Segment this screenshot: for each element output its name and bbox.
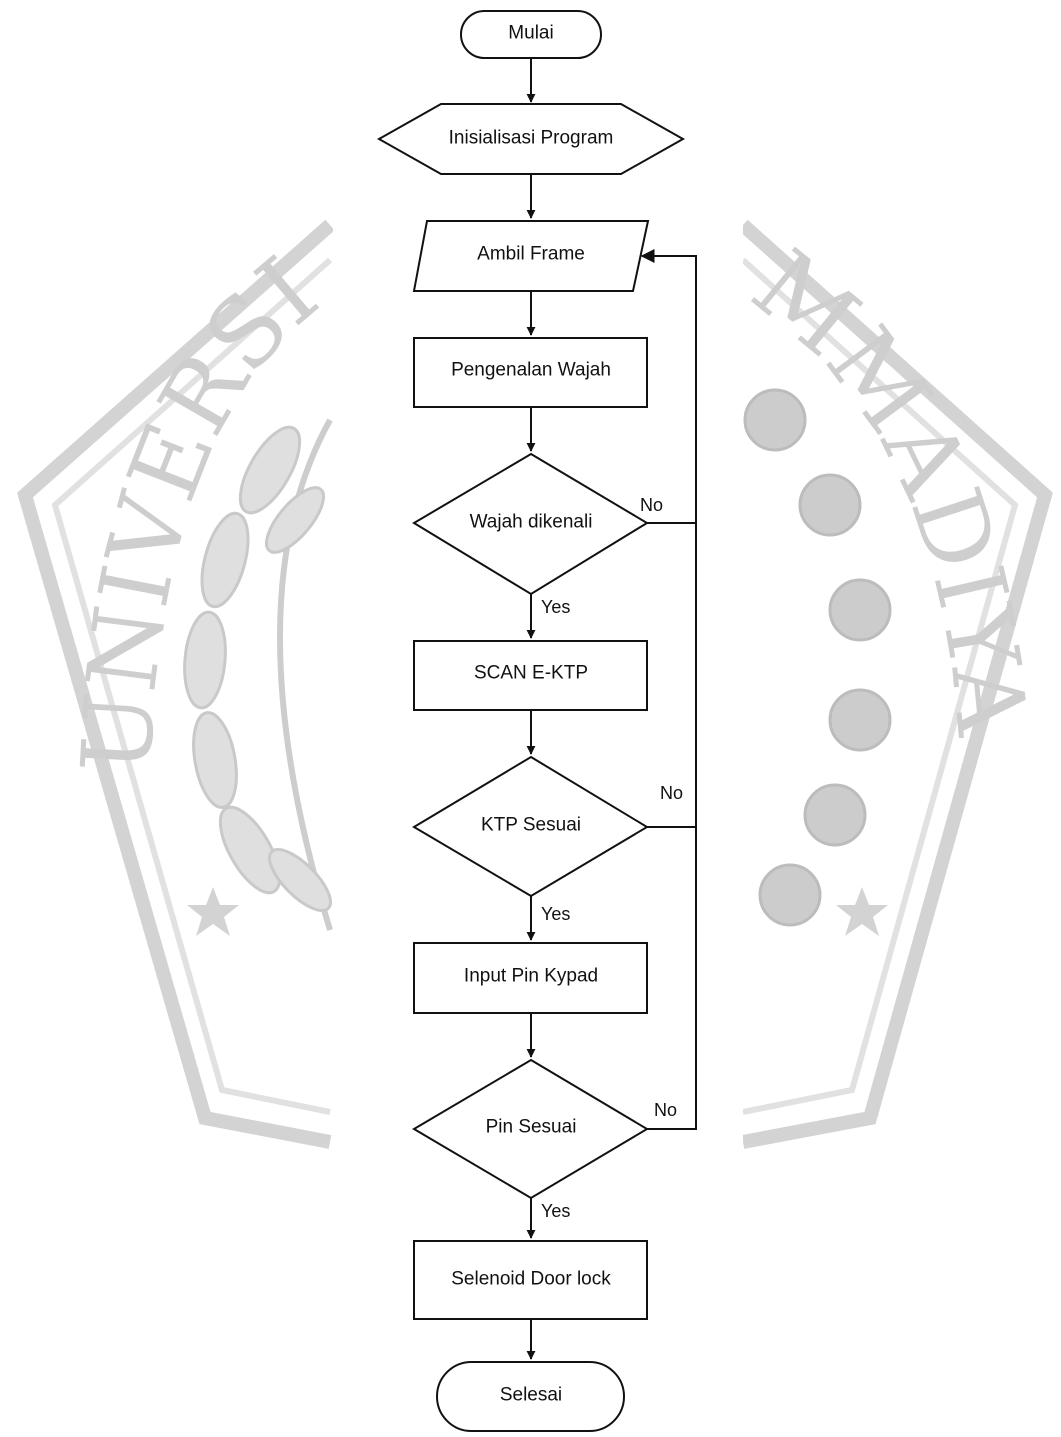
ktp-yes-label: Yes <box>541 904 570 924</box>
connectors <box>526 58 697 1360</box>
watermark-cotton-icon <box>743 388 892 927</box>
start-label: Mulai <box>508 23 553 44</box>
frame-label: Ambil Frame <box>477 244 585 265</box>
pin-yes-label: Yes <box>541 1201 570 1221</box>
lock-label: Selenoid Door lock <box>451 1269 611 1290</box>
face-label: Pengenalan Wajah <box>451 360 611 381</box>
face-no-label: No <box>640 495 663 515</box>
init-label: Inisialisasi Program <box>449 128 614 149</box>
watermark-shield-right-inner <box>740 257 1019 1115</box>
diagram-background <box>333 0 743 1432</box>
end-terminal <box>436 1361 625 1432</box>
watermark-laurel-icon <box>183 418 333 931</box>
watermark-shield-left-inner <box>51 257 332 1115</box>
watermark-star-right-icon <box>836 887 888 936</box>
face-yes-label: Yes <box>541 597 570 617</box>
pin-input-process-box <box>413 942 648 1014</box>
frame-input-shape <box>412 220 650 292</box>
lock-process-box <box>413 1240 648 1320</box>
watermark-shield-left <box>17 219 335 1149</box>
pin-input-label: Input Pin Kypad <box>464 966 598 987</box>
watermark-text-left: UNIVERSITA <box>0 0 338 776</box>
edge-loop-back-to-frame <box>640 249 697 1130</box>
pin-check-label: Pin Sesuai <box>486 1117 577 1138</box>
ktp-no-label: No <box>660 783 683 803</box>
ktp-decision-diamond <box>412 755 649 898</box>
watermark-star-left-icon <box>187 887 239 936</box>
init-preparation-shape <box>376 103 686 175</box>
watermark-shield-right <box>738 219 1053 1149</box>
scan-label: SCAN E-KTP <box>474 663 588 684</box>
face-check-label: Wajah dikenali <box>470 512 593 533</box>
face-decision-diamond <box>412 452 649 596</box>
ktp-check-label: KTP Sesuai <box>481 815 581 836</box>
start-terminal <box>460 10 602 59</box>
pin-no-label: No <box>654 1100 677 1120</box>
scan-process-box <box>413 640 648 711</box>
pin-decision-diamond <box>412 1058 649 1200</box>
face-process-box <box>413 337 648 408</box>
end-label: Selesai <box>500 1385 562 1406</box>
